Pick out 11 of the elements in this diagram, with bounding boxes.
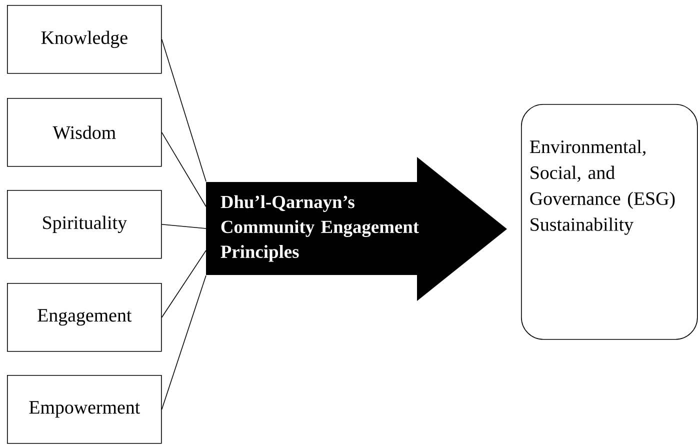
text-box: Knowledge: [7, 5, 162, 74]
connector-line: [161, 39, 206, 182]
connector-line: [161, 132, 206, 207]
rounded-box: Environmental, Social, and Governance (ESG) Sustainability: [521, 104, 698, 340]
text-box: Wisdom: [7, 98, 162, 167]
connector-line: [161, 224, 206, 229]
text-box: Empowerment: [7, 375, 162, 444]
text-box: Spirituality: [7, 190, 162, 259]
connector-line: [161, 275, 206, 410]
connector-line: [161, 250, 206, 318]
text-box: Engagement: [7, 283, 162, 352]
